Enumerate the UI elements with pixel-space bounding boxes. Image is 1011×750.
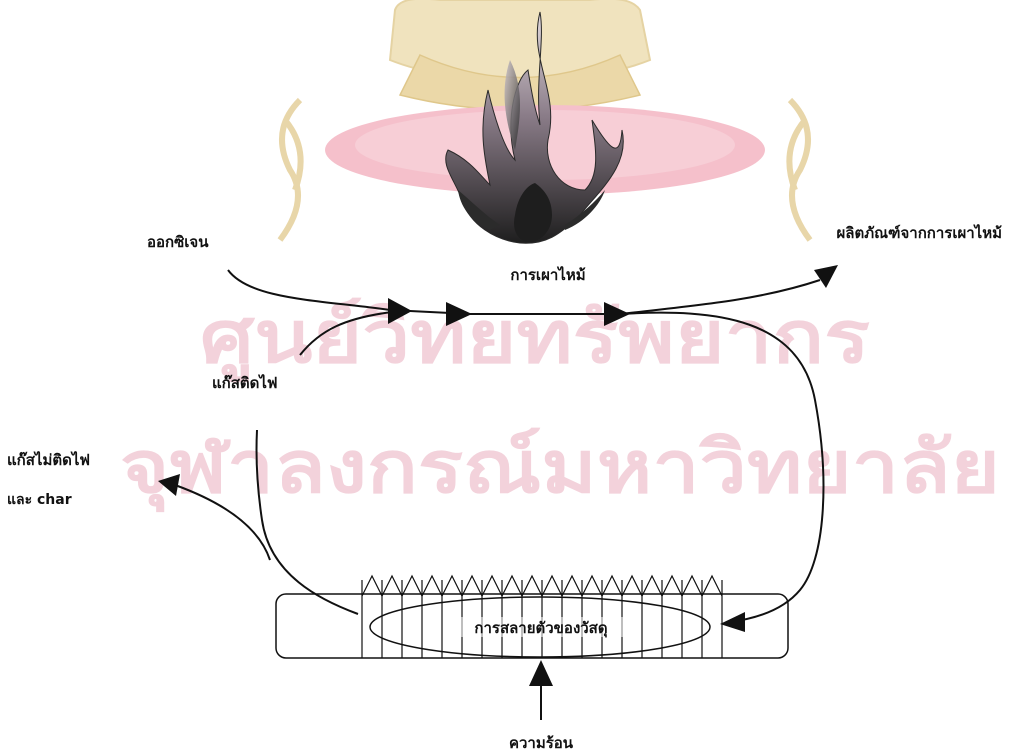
combustion-products-label: ผลิตภัณฑ์จากการเผาไหม้ [837, 223, 1003, 242]
combustion-label: การเผาไหม้ [510, 265, 585, 284]
flammable-gas-label: แก๊สติดไฟ [212, 373, 278, 392]
decomposition-box: การสลายตัวของวัสดุ [276, 576, 788, 658]
oxygen-label: ออกซิเจน [147, 233, 209, 251]
char-label: และ char [7, 492, 72, 508]
watermark-line1: ศูนย์วิทยทรัพยากร [200, 295, 870, 383]
arrow-products-icon [814, 265, 838, 288]
seal-left-ornament-icon [280, 100, 301, 240]
watermark-line2: จุฬาลงกรณ์มหาวิทยาลัย [120, 425, 1000, 513]
watermark-seal: ศูนย์วิทยทรัพยากร จุฬาลงกรณ์มหาวิทยาลัย [120, 0, 1000, 513]
decomposition-label: การสลายตัวของวัสดุ [474, 619, 607, 638]
arrow-heat-icon [529, 660, 553, 686]
nonflammable-gas-label: แก๊สไม่ติดไฟ [7, 450, 90, 469]
heat-label: ความร้อน [509, 734, 574, 750]
seal-right-ornament-icon [789, 100, 810, 240]
arrow-decomposition-icon [720, 612, 745, 632]
